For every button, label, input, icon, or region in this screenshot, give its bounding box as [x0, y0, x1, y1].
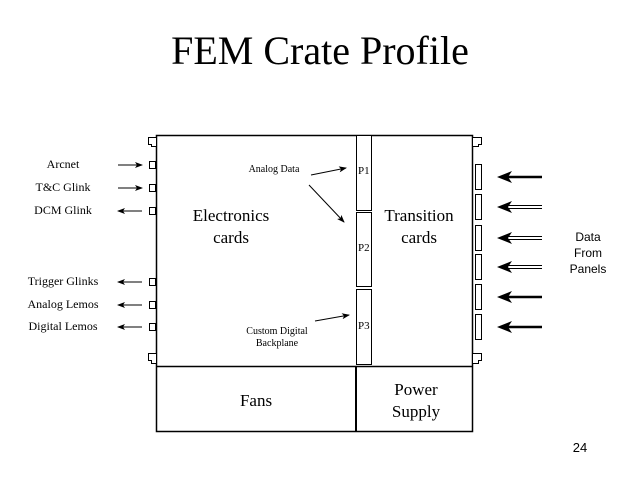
- fans-label: Fans: [239, 391, 273, 410]
- right-input-slot: [475, 194, 482, 220]
- page-number: 24: [572, 440, 588, 455]
- arrow-left-icon: [497, 232, 542, 244]
- arrow-left-icon: [497, 291, 542, 303]
- mount-tab-right-top: [473, 137, 482, 147]
- right-input-slot: [475, 254, 482, 280]
- left-io-label: Trigger Glinks: [27, 274, 99, 288]
- left-port-connector: [149, 278, 156, 286]
- right-input-slot: [475, 225, 482, 251]
- slide-title: FEM Crate Profile: [171, 28, 469, 73]
- connector-p1-label: P1: [358, 165, 370, 177]
- connector-p1: [356, 135, 372, 211]
- connector-p2: [356, 212, 372, 287]
- analog-data-arrow-p1: [310, 166, 347, 176]
- analog-data-label: Analog Data: [248, 164, 300, 175]
- electronics-cards-label: Electronics cards: [192, 206, 270, 247]
- connector-p3: [356, 289, 372, 365]
- right-input-slot: [475, 164, 482, 190]
- mount-tab-right-bottom: [473, 353, 482, 364]
- left-port-connector: [149, 207, 156, 215]
- left-io-label: T&C Glink: [35, 180, 91, 194]
- right-input-slot: [475, 284, 482, 310]
- left-io-label: DCM Glink: [34, 203, 92, 217]
- crate-outline: [155, 134, 474, 433]
- left-io-label: Digital Lemos: [28, 319, 98, 333]
- arrow-left-icon: [497, 261, 542, 273]
- backplane-label: Custom Digital Backplane: [246, 326, 308, 349]
- left-port-connector: [149, 301, 156, 309]
- left-port-connector: [149, 161, 156, 169]
- transition-cards-label: Transition cards: [384, 206, 454, 247]
- left-io-label: Arcnet: [46, 157, 80, 171]
- arrow-left-icon: [497, 201, 542, 213]
- analog-data-arrow-p2: [308, 184, 345, 223]
- arrow-left-icon: [497, 171, 542, 183]
- arrow-left-icon: [497, 321, 542, 333]
- connector-p3-label: P3: [358, 320, 370, 332]
- mount-tab-left-bottom: [148, 353, 156, 364]
- left-port-connector: [149, 184, 156, 192]
- data-from-panels-label: Data From Panels: [569, 230, 607, 276]
- mount-tab-left-top: [148, 137, 156, 147]
- power-supply-label: Power Supply: [391, 380, 441, 421]
- connector-p2-label: P2: [358, 242, 370, 254]
- left-io-label: Analog Lemos: [27, 297, 99, 311]
- backplane-arrow: [314, 313, 350, 322]
- right-input-slot: [475, 314, 482, 340]
- left-port-connector: [149, 323, 156, 331]
